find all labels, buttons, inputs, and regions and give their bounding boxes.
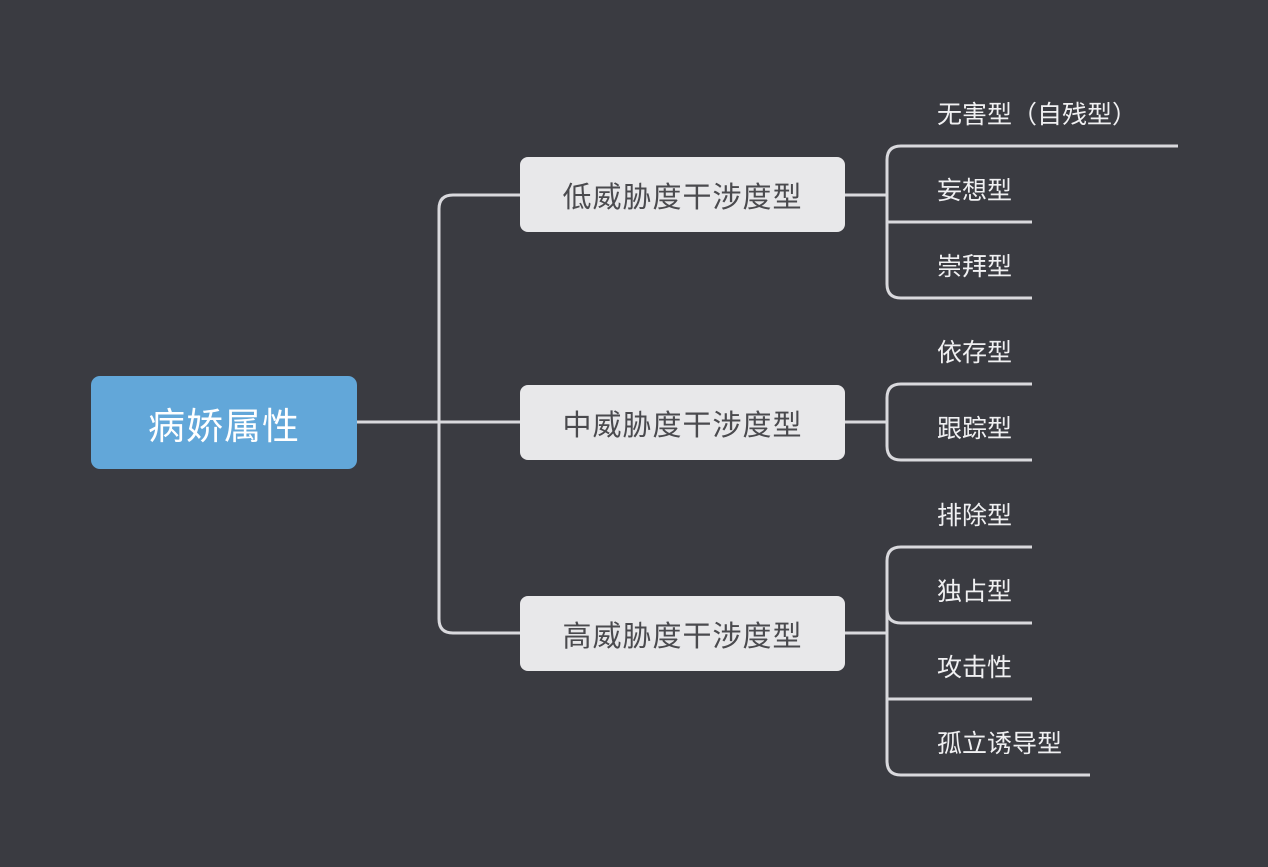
leaf-label: 排除型 bbox=[937, 501, 1013, 530]
root-node[interactable]: 病娇属性 bbox=[91, 376, 357, 469]
branch-label: 高威胁度干涉度型 bbox=[562, 618, 803, 653]
leaf-label: 妄想型 bbox=[937, 176, 1013, 205]
branch-node-medium[interactable]: 中威胁度干涉度型 bbox=[520, 385, 845, 460]
leaf-label: 崇拜型 bbox=[937, 252, 1013, 281]
connector-leaf-underline bbox=[885, 608, 1032, 625]
leaf-node[interactable]: 跟踪型 bbox=[937, 414, 1012, 444]
branch-node-low[interactable]: 低威胁度干涉度型 bbox=[520, 157, 845, 232]
leaf-label: 攻击性 bbox=[937, 653, 1013, 682]
root-label: 病娇属性 bbox=[148, 404, 300, 448]
branch-node-high[interactable]: 高威胁度干涉度型 bbox=[520, 596, 845, 671]
branch-label: 低威胁度干涉度型 bbox=[562, 179, 803, 214]
leaf-label: 孤立诱导型 bbox=[937, 729, 1063, 758]
leaf-node[interactable]: 妄想型 bbox=[937, 176, 1012, 206]
leaf-node[interactable]: 排除型 bbox=[937, 501, 1012, 531]
leaf-node[interactable]: 无害型（自残型） bbox=[937, 100, 1137, 130]
leaf-label: 依存型 bbox=[937, 338, 1013, 367]
leaf-node[interactable]: 攻击性 bbox=[937, 653, 1012, 683]
leaf-label: 跟踪型 bbox=[937, 414, 1013, 443]
connector-leaf-group bbox=[885, 382, 1032, 462]
leaf-label: 无害型（自残型） bbox=[937, 100, 1138, 129]
leaf-label: 独占型 bbox=[937, 577, 1013, 606]
leaf-node[interactable]: 依存型 bbox=[937, 338, 1012, 368]
connector-leaf-group bbox=[885, 545, 1090, 777]
branch-label: 中威胁度干涉度型 bbox=[562, 407, 803, 442]
connector-trunk bbox=[437, 193, 520, 635]
leaf-node[interactable]: 独占型 bbox=[937, 577, 1012, 607]
leaf-node[interactable]: 孤立诱导型 bbox=[937, 729, 1062, 759]
leaf-node[interactable]: 崇拜型 bbox=[937, 252, 1012, 282]
